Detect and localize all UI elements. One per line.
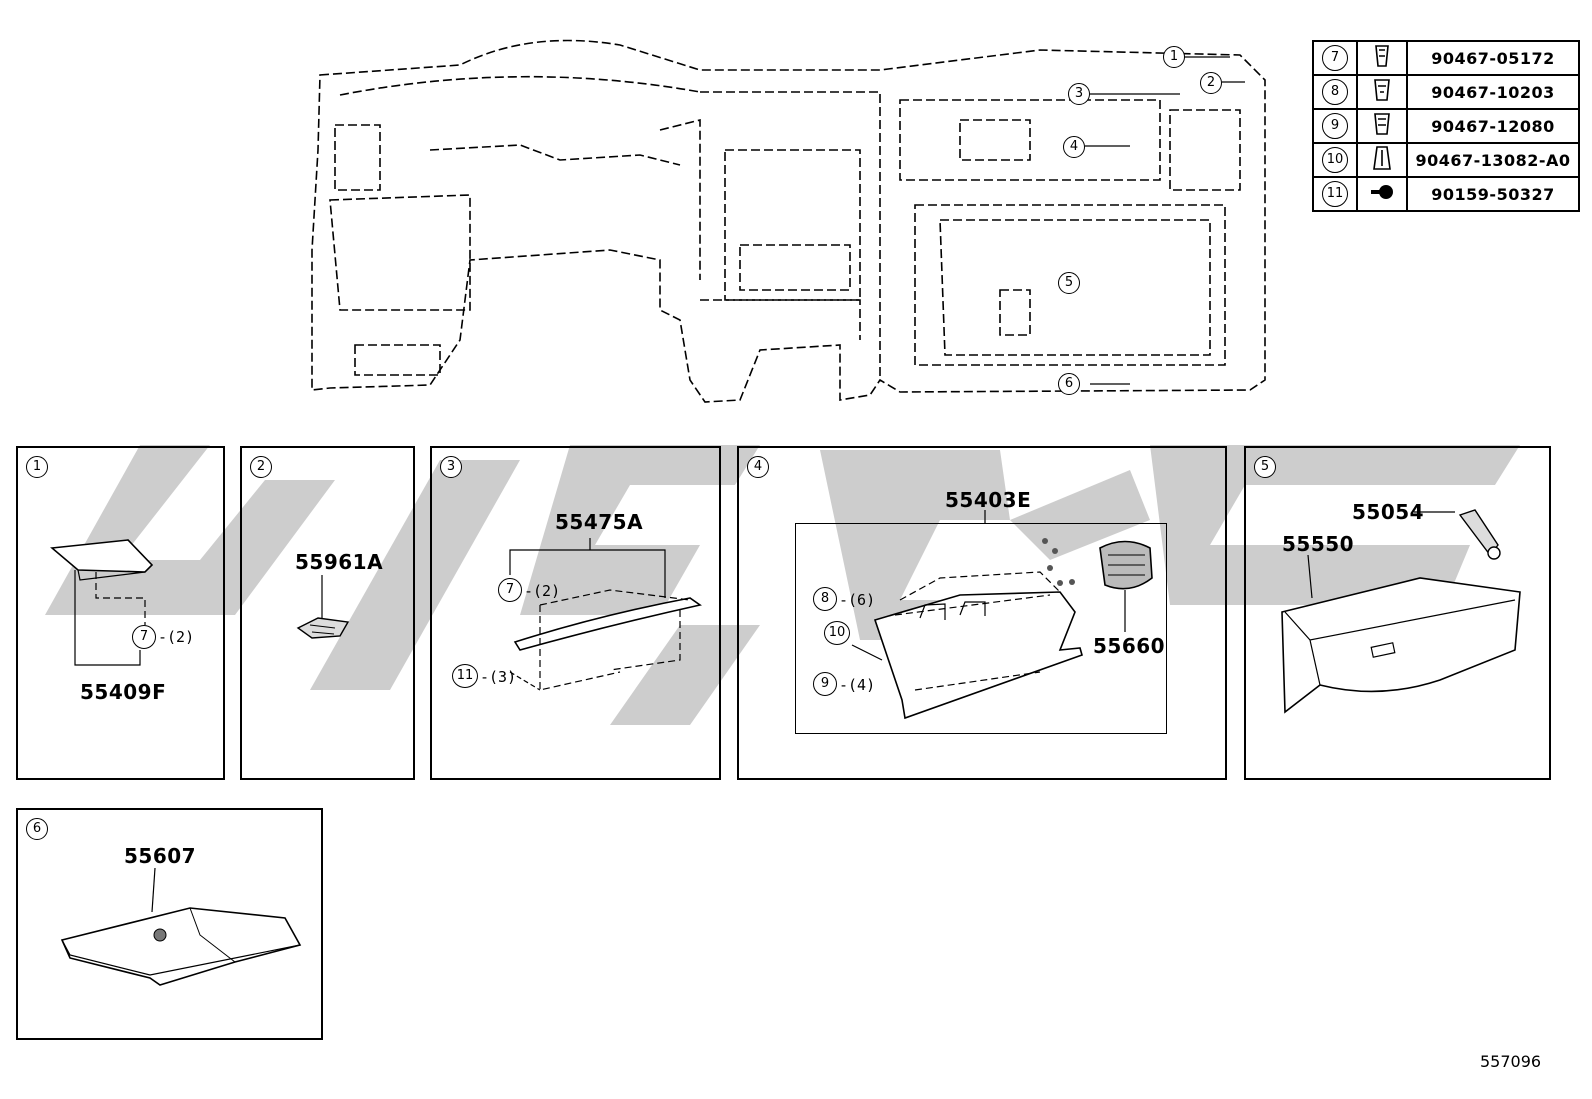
part-number-label[interactable]: 55607 (124, 844, 197, 868)
legend-number: 7 (1322, 45, 1348, 71)
callout-1[interactable]: 1 (1163, 46, 1185, 68)
legend-part-number[interactable]: 90467-12080 (1406, 108, 1580, 144)
detail-panel-4 (737, 446, 1227, 780)
legend-row[interactable]: 8 90467-10203 (1312, 74, 1580, 110)
legend-number: 8 (1322, 79, 1348, 105)
callout-4[interactable]: 4 (1063, 136, 1085, 158)
diagram-id: 557096 (1480, 1052, 1542, 1071)
screw-icon (1371, 185, 1393, 199)
fastener-legend-table: 7 90467-05172 8 90467-10203 9 90467-1208… (1312, 40, 1580, 212)
callout-6[interactable]: 6 (1058, 373, 1080, 395)
panel-number: 3 (440, 456, 462, 478)
panel-number: 4 (747, 456, 769, 478)
part-number-label[interactable]: 55054 (1352, 500, 1425, 524)
panel-number: 6 (26, 818, 48, 840)
part-number-label[interactable]: 55475A (555, 510, 644, 534)
legend-row[interactable]: 11 90159-50327 (1312, 176, 1580, 212)
part-number-label[interactable]: 55409F (80, 680, 167, 704)
fastener-ref[interactable]: 7 (498, 578, 522, 602)
legend-number: 10 (1322, 147, 1348, 173)
panel-number: 2 (250, 456, 272, 478)
clip-icon (1373, 146, 1391, 170)
fastener-ref[interactable]: 8 (813, 587, 837, 611)
legend-number: 9 (1322, 113, 1348, 139)
fastener-qty: -(6) (839, 591, 876, 609)
legend-part-number[interactable]: 90467-05172 (1406, 40, 1580, 76)
legend-row[interactable]: 9 90467-12080 (1312, 108, 1580, 144)
legend-number: 11 (1322, 181, 1348, 207)
legend-part-number[interactable]: 90159-50327 (1406, 176, 1580, 212)
panel-number: 1 (26, 456, 48, 478)
panel-number: 5 (1254, 456, 1276, 478)
fastener-ref[interactable]: 10 (824, 621, 850, 645)
assembly-box (795, 523, 1167, 734)
clip-icon (1375, 45, 1389, 67)
legend-part-number[interactable]: 90467-13082-A0 (1406, 142, 1580, 178)
callout-2[interactable]: 2 (1200, 72, 1222, 94)
part-number-label[interactable]: 55403E (945, 488, 1032, 512)
fastener-qty: -(2) (158, 628, 195, 646)
part-number-label[interactable]: 55550 (1282, 532, 1355, 556)
legend-row[interactable]: 7 90467-05172 (1312, 40, 1580, 76)
fastener-qty: -(2) (524, 582, 561, 600)
clip-icon (1374, 113, 1390, 135)
detail-panel-3 (430, 446, 721, 780)
detail-panel-5 (1244, 446, 1551, 780)
detail-panel-2 (240, 446, 415, 780)
fastener-qty: -(4) (839, 676, 876, 694)
detail-panel-6 (16, 808, 323, 1040)
fastener-ref[interactable]: 11 (452, 664, 478, 688)
callout-3[interactable]: 3 (1068, 83, 1090, 105)
clip-icon (1374, 79, 1390, 101)
detail-panel-1 (16, 446, 225, 780)
legend-row[interactable]: 10 90467-13082-A0 (1312, 142, 1580, 178)
part-number-label[interactable]: 55660 (1093, 634, 1166, 658)
callout-5[interactable]: 5 (1058, 272, 1080, 294)
legend-part-number[interactable]: 90467-10203 (1406, 74, 1580, 110)
fastener-qty: -(3) (480, 668, 517, 686)
fastener-ref[interactable]: 7 (132, 625, 156, 649)
part-number-label[interactable]: 55961A (295, 550, 384, 574)
fastener-ref[interactable]: 9 (813, 672, 837, 696)
